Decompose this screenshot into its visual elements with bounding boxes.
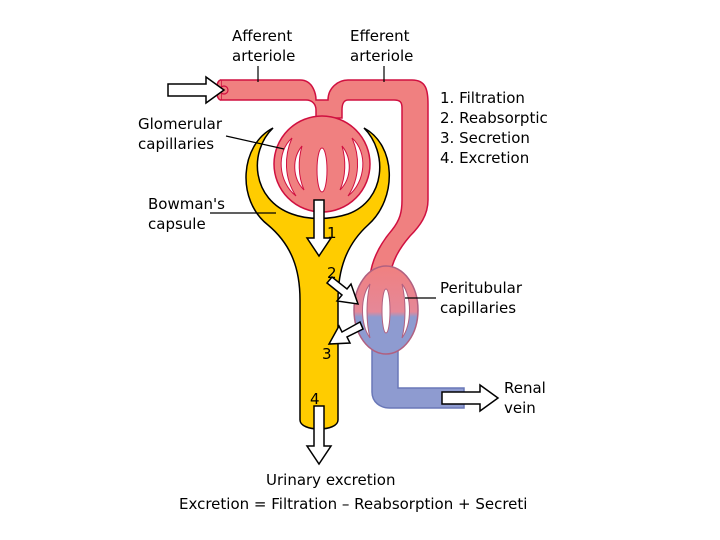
process-2: 2. Reabsorptic xyxy=(440,109,548,127)
glomerular-label-2: capillaries xyxy=(138,135,214,153)
efferent-label-2: arteriole xyxy=(350,47,413,65)
glomerular-capillary-loops xyxy=(280,137,364,197)
step-number-1: 1 xyxy=(327,224,337,242)
process-4: 4. Excretion xyxy=(440,149,529,167)
excretion-arrow xyxy=(305,405,333,466)
renal-vein-label-1: Renal xyxy=(504,379,546,397)
bowman-label-1: Bowman's xyxy=(148,195,225,213)
urinary-excretion-label: Urinary excretion xyxy=(266,471,395,489)
glomerular-label-1: Glomerular xyxy=(138,115,223,133)
bowmans-capsule-shape xyxy=(245,127,390,430)
bowman-label-2: capsule xyxy=(148,215,206,233)
inflow-arrow xyxy=(167,75,226,105)
afferent-label-1: Afferent xyxy=(232,27,292,45)
filtration-arrow xyxy=(305,199,333,258)
process-arrows xyxy=(167,75,500,466)
labels: Afferent arteriole Efferent arteriole Gl… xyxy=(138,27,548,513)
excretion-equation: Excretion = Filtration – Reabsorption + … xyxy=(179,495,527,513)
secretion-arrow xyxy=(327,320,364,345)
peritubular-label-1: Peritubular xyxy=(440,279,523,297)
step-number-2: 2 xyxy=(327,264,337,282)
step-number-3: 3 xyxy=(322,345,332,363)
afferent-label-2: arteriole xyxy=(232,47,295,65)
efferent-label-1: Efferent xyxy=(350,27,410,45)
renal-vein-label-2: vein xyxy=(504,399,536,417)
leader-lines xyxy=(210,66,436,299)
outflow-arrow xyxy=(441,383,500,413)
reabsorption-arrow xyxy=(325,275,360,305)
process-1: 1. Filtration xyxy=(440,89,525,107)
step-number-4: 4 xyxy=(310,390,320,408)
process-3: 3. Secretion xyxy=(440,129,530,147)
peritubular-label-2: capillaries xyxy=(440,299,516,317)
